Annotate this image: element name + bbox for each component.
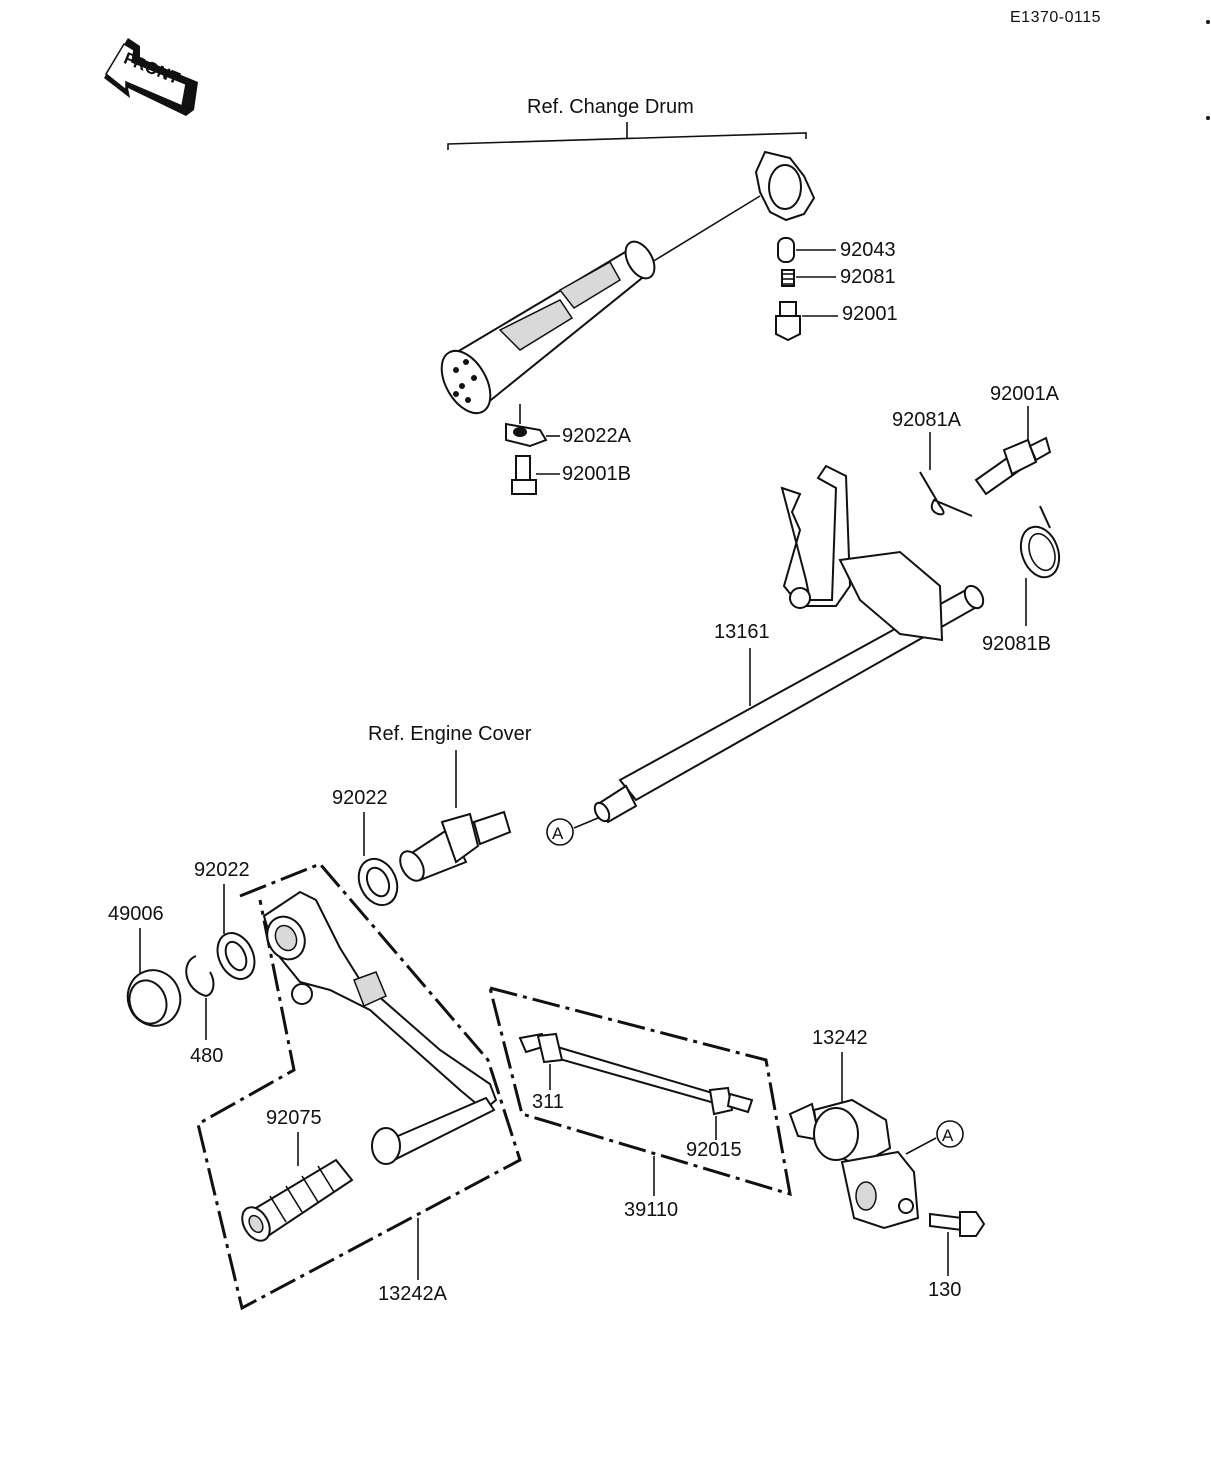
tie-rod xyxy=(518,1032,754,1116)
bolt-92001 xyxy=(775,301,801,342)
part-92022-lower: 92022 xyxy=(194,859,250,881)
engine-cover-stud xyxy=(399,810,512,882)
box-39110 xyxy=(487,985,792,1197)
circlip-480 xyxy=(185,955,215,998)
washer-92022-lower xyxy=(216,932,256,980)
part-92081A: 92081A xyxy=(892,409,962,431)
front-arrow-icon: FRONT xyxy=(104,38,198,116)
marker-a-upper-label: A xyxy=(552,824,564,843)
part-13242: 13242 xyxy=(812,1027,868,1049)
marker-a-upper xyxy=(546,818,574,846)
part-92001A: 92001A xyxy=(990,383,1060,405)
box-13242A xyxy=(196,862,522,1311)
part-92075: 92075 xyxy=(266,1107,322,1129)
part-92081B: 92081B xyxy=(982,633,1051,655)
part-92022-upper: 92022 xyxy=(332,787,388,809)
edge-mark-top xyxy=(1206,20,1210,24)
drum-leader-line xyxy=(651,195,761,263)
part-311: 311 xyxy=(532,1091,564,1113)
bolt-130 xyxy=(929,1211,986,1237)
bolt-92001B xyxy=(511,455,537,495)
edge-mark-mid xyxy=(1206,116,1210,120)
change-drum-bracket xyxy=(447,122,807,150)
rubber-92075 xyxy=(241,1158,354,1242)
part-49006: 49006 xyxy=(108,903,164,925)
spring-92081 xyxy=(781,269,795,287)
cap-49006 xyxy=(126,969,182,1027)
ref-change-drum: Ref. Change Drum xyxy=(527,96,694,118)
part-92001B: 92001B xyxy=(562,463,631,485)
shift-pedal xyxy=(262,890,498,1165)
bolt-92001A xyxy=(974,436,1052,496)
part-92022A: 92022A xyxy=(562,425,632,447)
change-drum-star-plate xyxy=(754,150,816,222)
diagram-code: E1370-0115 xyxy=(1010,9,1101,26)
part-13161: 13161 xyxy=(714,621,770,643)
part-39110: 39110 xyxy=(624,1199,678,1221)
part-130: 130 xyxy=(928,1279,961,1301)
part-480: 480 xyxy=(190,1045,223,1067)
spring-92081A xyxy=(919,471,973,517)
change-drum xyxy=(440,240,656,415)
marker-a-lower xyxy=(936,1120,964,1148)
part-92081: 92081 xyxy=(840,266,896,288)
part-13242A: 13242A xyxy=(378,1283,448,1305)
ref-engine-cover: Ref. Engine Cover xyxy=(368,723,532,745)
pin-92043 xyxy=(777,237,795,263)
part-92015: 92015 xyxy=(686,1139,742,1161)
part-92043: 92043 xyxy=(840,239,896,261)
part-92001: 92001 xyxy=(842,303,898,325)
spring-92081B xyxy=(1019,505,1061,579)
washer-92022-upper xyxy=(357,857,399,907)
plate-92022A xyxy=(505,422,548,448)
shift-arm-13242 xyxy=(788,1098,920,1230)
shift-shaft-13161 xyxy=(593,464,985,824)
marker-a-lower-label: A xyxy=(942,1126,954,1145)
